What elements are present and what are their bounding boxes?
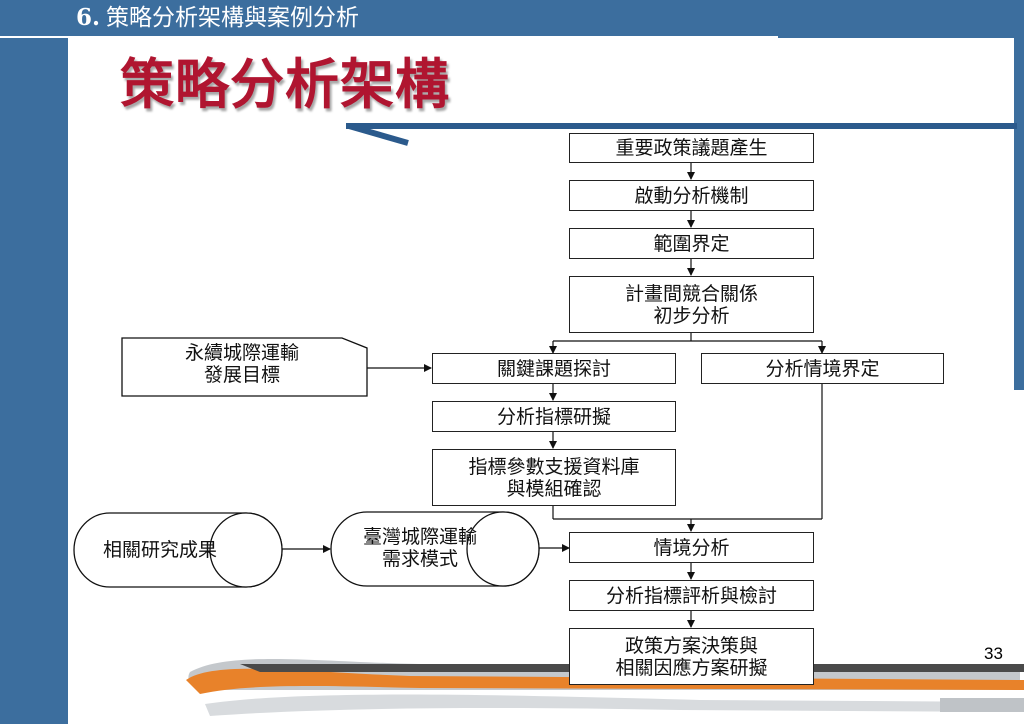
policy-decision-line1: 政策方案決策與 [624,634,758,657]
key-issues-box: 關鍵課題探討 [432,353,676,384]
connectors [258,163,826,628]
demand-model-label: 臺灣城際運輸 需求模式 [340,526,500,570]
model-cylinder [330,511,540,587]
goal-line2: 發展目標 [203,364,280,386]
section-title: 策略分析架構與案例分析 [106,5,360,31]
flow-step-2: 啟動分析機制 [569,180,814,211]
slide-title: 策略分析架構 [120,52,450,116]
indicator-evaluation-box: 分析指標評析與檢討 [569,580,814,611]
database-confirm-line1: 指標參數支援資料庫 [468,455,640,478]
research-results-label: 相關研究成果 [102,539,217,561]
title-underline-decoration [346,123,1017,146]
flow-step-1: 重要政策議題產生 [569,133,814,163]
flow-step-4: 計畫間競合關係 初步分析 [569,276,814,333]
database-confirm-line2: 與模組確認 [506,477,602,500]
section-number: 6. [76,4,101,31]
page-number: 33 [984,644,1003,663]
goal-shape [121,337,368,397]
goal-label: 永續城際運輸 發展目標 [122,342,362,386]
demand-model-line1: 臺灣城際運輸 [362,526,477,548]
header-band [0,0,1024,38]
section-heading: 6.策略分析架構與案例分析 [76,3,359,33]
flow-step-4-line2: 初步分析 [653,304,730,327]
database-confirm-box: 指標參數支援資料庫 與模組確認 [432,449,676,506]
left-band [0,0,68,724]
right-band [1014,38,1024,390]
scenario-analysis-box: 情境分析 [569,532,814,563]
goal-line1: 永續城際運輸 [184,342,299,364]
scenario-definition-box: 分析情境界定 [701,353,944,384]
flow-step-4-line1: 計畫間競合關係 [624,282,758,305]
research-cylinder [73,512,283,588]
policy-decision-box: 政策方案決策與 相關因應方案研擬 [569,628,814,685]
policy-decision-line2: 相關因應方案研擬 [615,656,768,679]
flow-step-3: 範圍界定 [569,228,814,259]
demand-model-line2: 需求模式 [381,548,458,570]
indicator-design-box: 分析指標研擬 [432,401,676,432]
